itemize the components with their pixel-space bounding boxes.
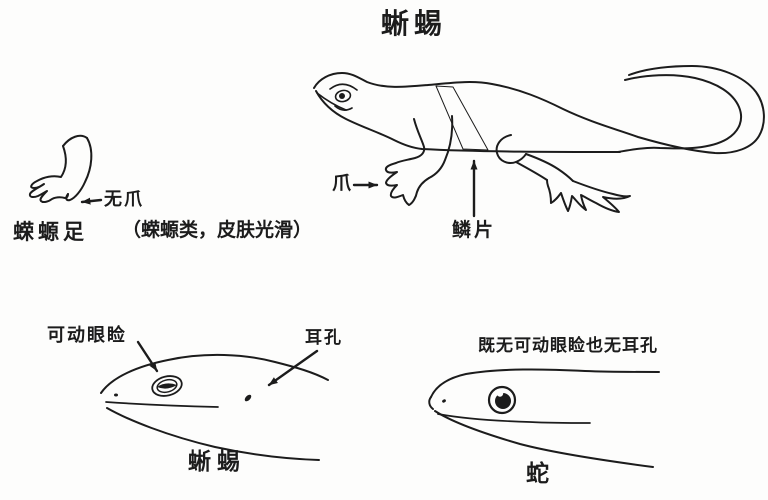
newt-foot-note: （蝾螈类，皮肤光滑） [122,219,313,241]
main-lizard-drawing [313,65,765,218]
snake-nostril [442,399,446,403]
lizard-movable-eyelid [151,375,183,397]
lizard-eye [334,89,352,103]
newt-foot-drawing [28,134,103,205]
lizard-head-caption: 蜥蜴 [188,449,246,475]
movable-eyelid-arrow [136,340,159,373]
scale-band [435,85,489,151]
lizard-ear-hole [244,394,252,402]
scales-label: 鳞片 [452,219,497,241]
page-title: 蜥蜴 [381,7,448,40]
snake-head-caption: 蛇 [526,461,549,487]
newt-foot-caption: 蝾螈足 [13,220,88,244]
lizard-nostril [114,393,118,397]
movable-eyelid-label: 可动眼睑 [47,325,127,346]
ear-hole-label: 耳孔 [305,328,343,348]
claw-label: 爪 [332,172,352,194]
lizard-head-drawing [100,340,329,461]
ear-hole-arrow [267,349,319,387]
snake-eye [487,385,517,415]
snake-head-drawing [428,368,660,468]
no-claw-label: 无爪 [104,189,144,210]
no-claw-arrow [80,197,103,205]
snake-head-note: 既无可动眼睑也无耳孔 [478,336,658,356]
